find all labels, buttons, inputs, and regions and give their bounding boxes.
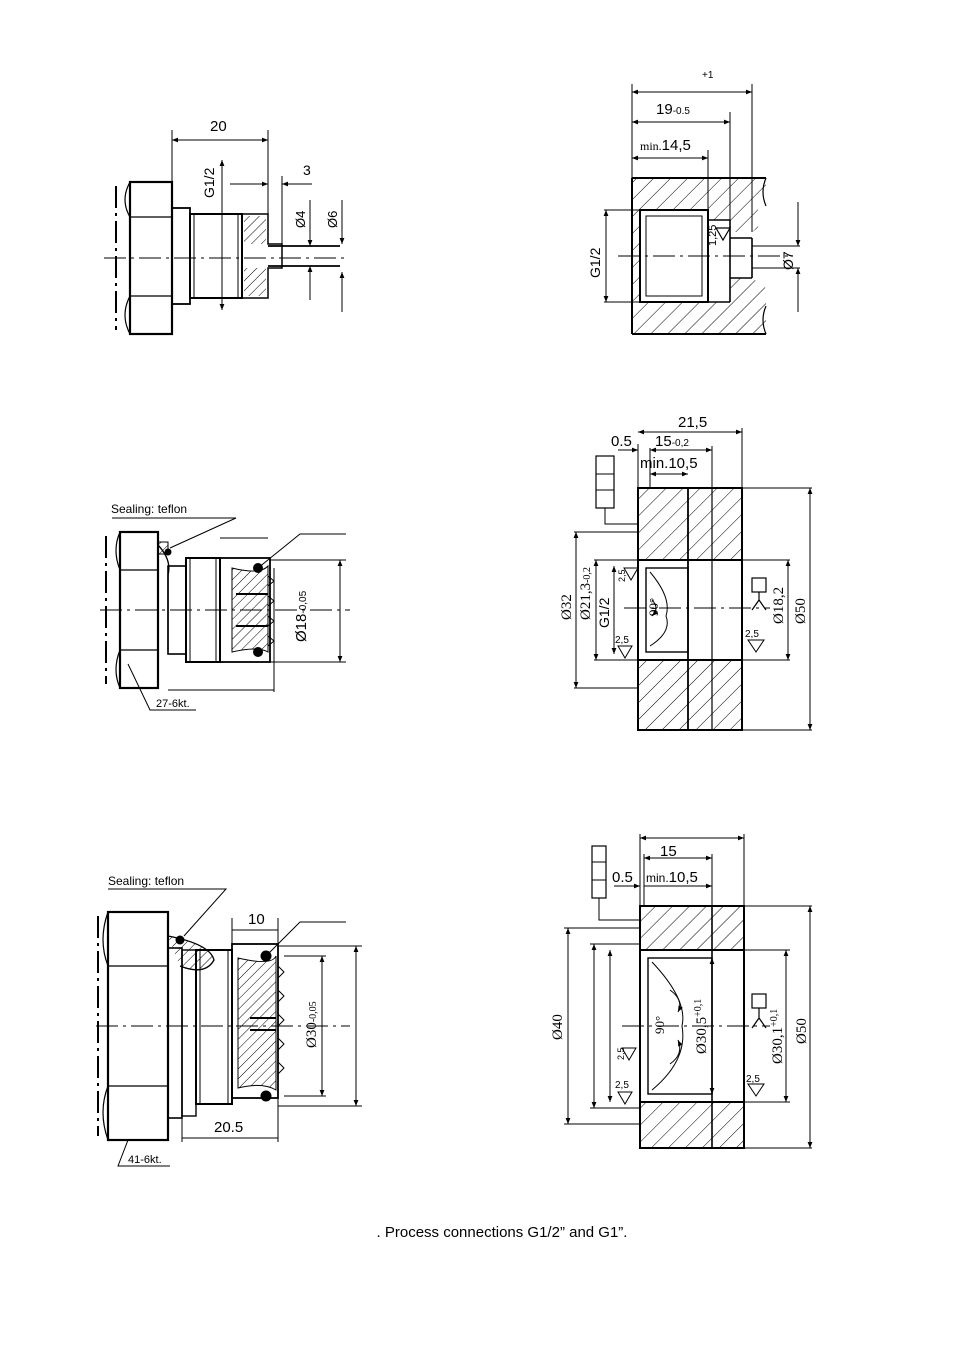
fig6-dim-d50: Ø50 (794, 1018, 810, 1044)
fig4-dim-05: 0.5 (611, 433, 632, 450)
fig4-dim-215: 21,5 (678, 414, 707, 431)
fig6-roughness-2: 2,5 (615, 1080, 629, 1091)
fig6-dim-15: 15 (660, 843, 677, 860)
fig2-dim-19: 19-0.5 (656, 101, 690, 118)
figure-2-g12-socket (603, 84, 801, 335)
fig6-min-label: min. (646, 871, 669, 885)
fig2-dim-125: 1,25 (707, 225, 719, 246)
fig5-dim-10: 10 (248, 911, 265, 928)
fig3-dim-d18-value: Ø18 (293, 614, 310, 642)
fig1-dim-3: 3 (303, 162, 311, 178)
fig6-angle-90: 90° (652, 1016, 667, 1034)
fig1-dim-d6: Ø6 (325, 211, 340, 228)
fig2-dim-19-value: 19 (656, 101, 673, 118)
fig4-dim-g12: G1/2 (596, 597, 612, 628)
fig4-dim-d213-value: Ø21,3 (578, 583, 594, 620)
fig6-dim-105: 10,5 (669, 869, 698, 886)
fig2-dim-min145: min.14,5 (640, 137, 691, 154)
fig2-dim-145: 14,5 (662, 137, 691, 154)
fig4-roughness-1: 2,5 (617, 569, 627, 582)
fig2-min-label: min. (640, 139, 662, 153)
figure-caption: . Process connections G1/2” and G1”. (376, 1224, 628, 1241)
fig6-roughness-1: 2,5 (616, 1047, 626, 1060)
fig4-dim-d213: Ø21,3-0,2 (578, 567, 594, 620)
fig4-dim-d50: Ø50 (793, 598, 809, 624)
fig4-dim-15-value: 15 (655, 433, 672, 450)
fig4-roughness-2: 2,5 (615, 635, 629, 646)
fig6-dim-d301-tol: +0,1 (769, 1009, 780, 1027)
fig5-hex-label: 41-6kt. (128, 1154, 162, 1166)
fig4-dim-min105: min.10,5 (640, 455, 698, 472)
fig6-dim-d301-value: Ø30,1 (770, 1027, 786, 1064)
fig2-dim-g12: G1/2 (587, 247, 603, 278)
figure-4-g12-welding-socket (573, 428, 813, 731)
figure-1-g12-connection (104, 130, 345, 336)
fig2-tol-plus1: +1 (702, 70, 714, 81)
fig4-roughness-3: 2,5 (745, 629, 759, 640)
fig6-dim-d40: Ø40 (550, 1014, 566, 1040)
fig5-dim-d30-value: Ø30 (304, 1022, 320, 1048)
fig4-dim-d213-tol: -0,2 (582, 567, 593, 583)
fig2-dim-d7: Ø7 (780, 251, 796, 270)
fig4-dim-d32: Ø32 (559, 594, 575, 620)
fig4-dim-15-tol: -0,2 (672, 438, 690, 449)
fig4-angle-90: 90° (646, 598, 661, 616)
fig5-dim-d30-tol: -0,05 (308, 1001, 319, 1022)
fig3-sealing-label: Sealing: teflon (111, 502, 187, 516)
fig4-dim-d182: Ø18,2 (771, 587, 787, 624)
figure-3-g12-flush-connection (100, 517, 350, 711)
fig5-dim-205: 20.5 (214, 1119, 243, 1136)
fig6-dim-d305-tol: +0,1 (693, 999, 704, 1017)
fig6-dim-05: 0.5 (612, 869, 633, 886)
fig6-roughness-3: 2,5 (746, 1074, 760, 1085)
fig6-dim-d301: Ø30,1+0,1 (769, 1009, 786, 1064)
fig3-dim-d18-tol: -0,05 (298, 590, 309, 613)
fig3-hex-label: 27-6kt. (156, 698, 190, 710)
fig1-dim-g12: G1/2 (201, 167, 217, 198)
fig1-dim-20: 20 (210, 118, 227, 135)
fig2-dim-19-tol: -0.5 (673, 106, 691, 117)
figure-5-g1-flush-connection (96, 888, 362, 1167)
fig6-dim-min105: min.10,5 (646, 869, 698, 886)
fig1-dim-d4: Ø4 (293, 211, 308, 228)
figure-6-g1-welding-socket (564, 834, 813, 1149)
fig3-dim-d18: Ø18-0,05 (293, 590, 310, 642)
fig6-dim-d305-value: Ø30,5 (694, 1017, 710, 1054)
fig6-dim-d305: Ø30,5+0,1 (693, 999, 710, 1054)
fig4-dim-15: 15-0,2 (655, 433, 689, 450)
fig5-dim-d30: Ø30-0,05 (304, 1001, 320, 1048)
fig5-sealing-label: Sealing: teflon (108, 874, 184, 888)
